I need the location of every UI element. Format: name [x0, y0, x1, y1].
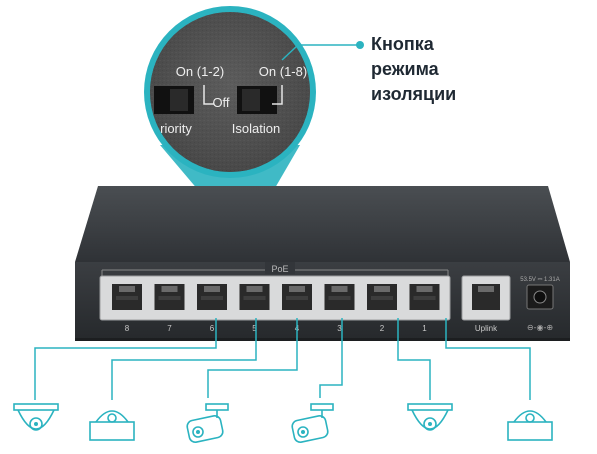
bullet-camera-icon — [186, 403, 229, 443]
callout-line-3: изоляции — [371, 84, 457, 104]
polarity-symbol: ⊖-◉-⊕ — [527, 323, 553, 332]
ethernet-port-3 — [324, 284, 355, 310]
zoomed-switch-panel: On (1-2) On (1-8) Off riority Isolation — [150, 12, 310, 172]
port-number-label: 8 — [125, 324, 130, 333]
ethernet-port-5 — [239, 284, 270, 310]
ethernet-port-4 — [282, 284, 312, 310]
uplink-port — [472, 284, 500, 310]
port-number-label: 1 — [422, 324, 427, 333]
power-rating: 53.5V ⎓ 1.31A — [520, 277, 559, 283]
port-number-label: 3 — [337, 324, 342, 333]
ethernet-port-7 — [154, 284, 185, 310]
port-number-label: 2 — [380, 324, 385, 333]
right-on-label: On (1-8) — [259, 64, 307, 79]
port-number-label: 7 — [167, 324, 172, 333]
uplink-label: Uplink — [475, 324, 498, 333]
bullet-camera-icon — [291, 403, 334, 443]
isolation-button-callout: Кнопка режима изоляции — [371, 32, 456, 107]
callout-line-2: режима — [371, 59, 439, 79]
isolation-label: Isolation — [232, 121, 280, 136]
dome-camera-icon — [407, 403, 453, 431]
poe-cabling — [34, 318, 531, 400]
poe-label: PoE — [271, 264, 288, 274]
priority-label: riority — [160, 121, 192, 136]
ethernet-port-8 — [112, 284, 142, 310]
ethernet-port-6 — [197, 284, 227, 310]
callout-line-1: Кнопка — [371, 34, 434, 54]
left-on-label: On (1-2) — [176, 64, 224, 79]
off-label: Off — [212, 95, 229, 110]
port-number-label: 5 — [252, 324, 257, 333]
port-number-label: 6 — [210, 324, 215, 333]
dome-camera-icon — [507, 410, 553, 441]
callout-dot — [356, 41, 364, 49]
ethernet-port-1 — [409, 284, 440, 310]
dome-camera-icon — [89, 410, 135, 441]
dome-camera-icon — [13, 403, 59, 431]
powered-devices — [13, 403, 553, 443]
ethernet-port-2 — [367, 284, 397, 310]
